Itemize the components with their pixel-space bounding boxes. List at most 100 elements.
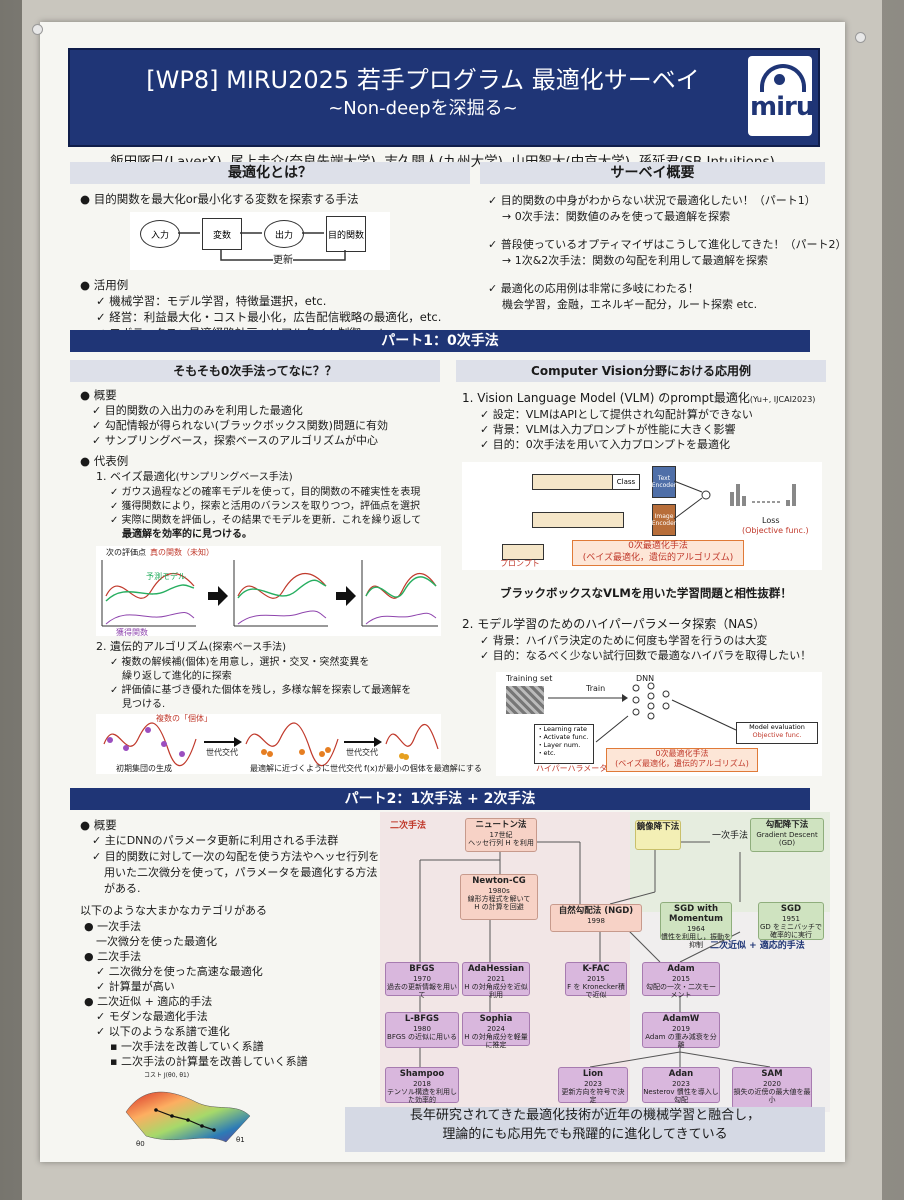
nas-title: 2. モデル学習のためのハイパーパラメータ探索（NAS） bbox=[462, 617, 766, 631]
node-adam-name: Adam bbox=[667, 964, 695, 974]
bo-arrow-1-icon bbox=[208, 586, 228, 606]
section-header-survey: サーベイ概要 bbox=[480, 162, 825, 184]
vlm-point: ✓ 背景：VLMは入力プロンプトが性能に大きく影響 bbox=[480, 423, 736, 436]
app-item: ✓ 経営：利益最大化・コスト最小化，広告配信戦略の最適化，etc. bbox=[96, 310, 442, 324]
vlm-point: ✓ 設定：VLMはAPIとして提供され勾配計算ができない bbox=[480, 408, 753, 421]
vlm-title-text: 1. Vision Language Model (VLM) のprompt最適… bbox=[462, 391, 750, 405]
conclusion-box: 長年研究されてきた最適化技術が近年の機械学習と融合し， 理論的にも応用先でも飛躍… bbox=[345, 1107, 825, 1152]
node-ncg-year: 1980s bbox=[488, 886, 510, 895]
bayes-note: (サンプリングベース手法) bbox=[175, 472, 293, 483]
p2-cat: ▪ 二次手法の計算量を改善していく系譜 bbox=[110, 1055, 308, 1068]
node-adahessian-desc: H の対角成分を近似利用 bbox=[464, 982, 528, 999]
nas-point: ✓ 目的：なるべく少ない試行回数で最適なハイパラを取得したい！ bbox=[480, 649, 812, 662]
node-shampoo-name: Shampoo bbox=[399, 1069, 445, 1079]
node-adamw-desc: Adam の重み減衰を分離 bbox=[645, 1032, 717, 1049]
node-sam-year: 2020 bbox=[763, 1079, 781, 1088]
node-shampoo-desc: テンソル構造を利用した効率的 bbox=[387, 1087, 457, 1104]
node-sam-desc: 損失の近傍の最大値を最小 bbox=[733, 1087, 811, 1104]
node-sgdm-desc: 慣性を利用し，振動を抑制 bbox=[661, 932, 731, 949]
node-lbfgs-name: L-BFGS bbox=[404, 1014, 440, 1024]
p2-cat: ✓ モダンな最適化手法 bbox=[96, 1010, 208, 1023]
model-eval-title: Model evaluation bbox=[749, 723, 805, 731]
p1-overview-item: ✓ サンプリングベース，探索ベースのアルゴリズムが中心 bbox=[92, 434, 378, 447]
nas-dnn-label: DNN bbox=[636, 674, 655, 683]
p1-overview-item: ✓ 目的関数の入出力のみを利用した最適化 bbox=[92, 404, 303, 417]
miru-logo: miru bbox=[748, 56, 814, 136]
node-adamw-name: AdamW bbox=[662, 1014, 700, 1024]
p2-cat-intro: 以下のような大まかなカテゴリがある bbox=[80, 904, 267, 917]
p2-cat: ● 一次手法 bbox=[84, 920, 142, 933]
bo-label-acq: 獲得関数 bbox=[116, 628, 148, 637]
node-ncg-desc2: H の計算を回避 bbox=[474, 902, 524, 911]
apps-title: ● 活用例 bbox=[80, 278, 129, 292]
node-adamw-year: 2019 bbox=[672, 1024, 690, 1033]
bayes-opt-plots bbox=[101, 560, 438, 627]
model-eval-box: Model evaluation Objective func. bbox=[736, 722, 818, 744]
bayes-point: ✓ 獲得関数により，探索と活用のバランスを取りつつ，評価点を選択 bbox=[110, 501, 421, 512]
node-lion-name: Lion bbox=[582, 1069, 604, 1079]
vlm-zeroth-sub: (ベイズ最適化，遺伝的アルゴリズム) bbox=[582, 552, 734, 563]
conclusion-line: 理論的にも応用先でも飛躍的に進化してきている bbox=[442, 1126, 728, 1142]
bayes-point: 最適解を効率的に見つける。 bbox=[122, 529, 252, 540]
survey-line: → 1次&2次手法：関数の勾配を利用して最適解を探索 bbox=[502, 254, 768, 267]
ga-title: 2. 遺伝的アルゴリズム(探索ベース手法) bbox=[96, 640, 286, 655]
node-mirror-name: 鏡像降下法 bbox=[636, 822, 680, 832]
node-gd-desc: Gradient Descent (GD) bbox=[756, 830, 818, 847]
node-sgdm-name: SGD with Momentum bbox=[669, 904, 723, 924]
vlm-zeroth-title: 0次最適化手法 bbox=[628, 541, 688, 551]
logo-dot-icon bbox=[774, 74, 785, 85]
poster: [WP8] MIRU2025 若手プログラム 最適化サーベイ ~Non-deep… bbox=[32, 22, 866, 1162]
vlm-claim: ブラックボックスなVLMを用いた学習問題と相性抜群！ bbox=[500, 586, 792, 600]
survey-line: ✓ 普段使っているオプティマイザはこうして進化してきた！（パート2） bbox=[488, 238, 847, 251]
p2-cat: ▪ 一次手法を改善していく系譜 bbox=[110, 1040, 264, 1053]
image-encoder: Image Encoder bbox=[652, 504, 676, 536]
surface-ylabel: θ1 bbox=[236, 1136, 245, 1144]
tree-edges bbox=[419, 840, 771, 1068]
p1-overview-item: ✓ 勾配情報が得られない(ブラックボックス関数)問題に有効 bbox=[92, 419, 388, 432]
vlm-zeroth-order-box: 0次最適化手法 (ベイズ最適化，遺伝的アルゴリズム) bbox=[572, 540, 744, 566]
pin bbox=[855, 32, 866, 43]
bo-arrow-2-icon bbox=[336, 586, 356, 606]
bo-plot-3 bbox=[361, 560, 438, 627]
ga-plots bbox=[103, 722, 439, 767]
label-adaptive: 二次近似 + 適応的手法 bbox=[710, 941, 805, 951]
ga-label-gen: 世代交代 bbox=[206, 748, 238, 757]
nas-figure: Training set Train DNN ・Learning rate ・A… bbox=[496, 672, 822, 776]
survey-line: → 0次手法：関数値のみを使って最適解を探索 bbox=[502, 210, 731, 223]
genetic-algo-figure: 複数の「個体」 世代交代 世代交代 初期集団の生成 最適解に近づくように世代交代… bbox=[96, 714, 482, 774]
flow-arrows bbox=[178, 232, 346, 261]
vlm-figure: Class Text Encoder Image Encoder プロンプト L… bbox=[462, 462, 822, 570]
optimizer-genealogy: 二次手法 一次手法 二次近似 + 適応的手法 bbox=[380, 812, 830, 1112]
nas-zeroth-order-box: 0次最適化手法 (ベイズ最適化，遺伝的アルゴリズム) bbox=[606, 748, 758, 772]
node-adahessian-year: 2021 bbox=[487, 974, 505, 983]
vlm-cite: (Yu+, IJCAI2023) bbox=[749, 395, 816, 404]
hp-item: ・Activate func. bbox=[537, 733, 589, 742]
node-bfgs-year: 1970 bbox=[413, 974, 431, 983]
p2-overview-item: がある. bbox=[104, 882, 141, 895]
node-adan-year: 2023 bbox=[672, 1079, 690, 1088]
hyperparam-box: ・Learning rate ・Activate func. ・Layer nu… bbox=[534, 724, 594, 764]
training-images bbox=[506, 686, 544, 714]
cost-surface-svg bbox=[125, 1091, 251, 1143]
bo-label-next: 次の評価点 bbox=[106, 548, 146, 557]
node-ncg-desc1: 線形方程式を解いて bbox=[467, 894, 531, 903]
node-sophia-name: Sophia bbox=[479, 1014, 513, 1024]
node-kfac-name: K-FAC bbox=[582, 964, 610, 974]
vlm-arrows bbox=[673, 480, 796, 520]
node-newton-desc: ヘッセ行列 H を利用 bbox=[468, 838, 534, 847]
bo-plot-2 bbox=[233, 560, 328, 627]
label-second-order: 二次手法 bbox=[390, 821, 427, 831]
hp-item: ・Learning rate bbox=[537, 725, 587, 733]
node-lion-year: 2023 bbox=[584, 1079, 602, 1088]
ga-note: (探索ベース手法) bbox=[208, 642, 286, 653]
bayes-opt-figure: 次の評価点 真の関数（未知） 予測モデル 獲得関数 bbox=[96, 546, 441, 637]
